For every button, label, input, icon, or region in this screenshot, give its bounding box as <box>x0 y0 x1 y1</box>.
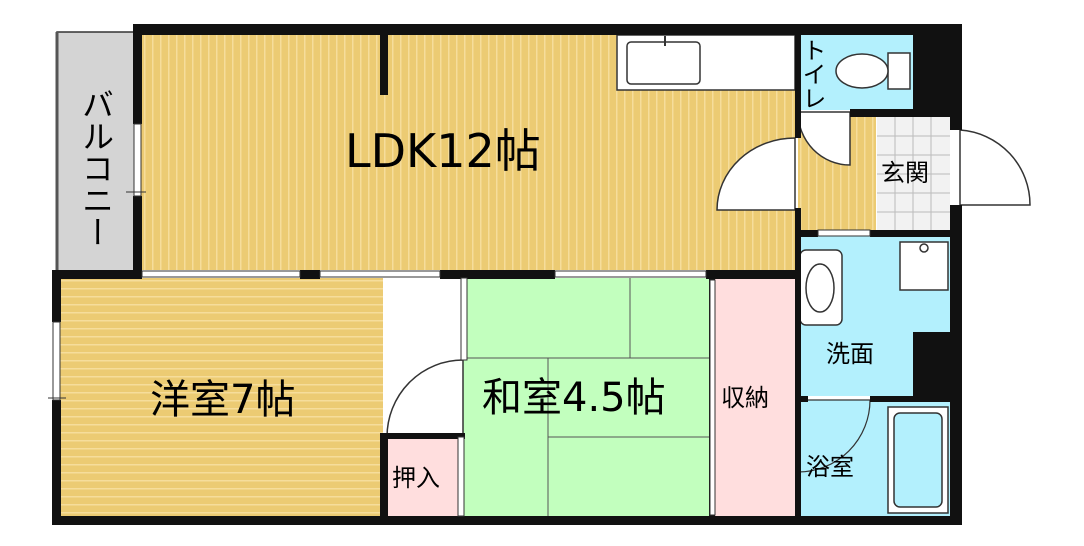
walls <box>52 24 962 525</box>
wall-entrance-bottom <box>798 230 818 237</box>
sliding-door-ldk-west <box>141 270 301 278</box>
wall-west-left-low <box>52 400 61 524</box>
wall-left-ldk <box>133 24 142 124</box>
room-label-entrance: 玄関 <box>881 159 929 187</box>
window-balcony <box>133 123 142 197</box>
window-west <box>52 321 61 401</box>
room-label-closet: 押入 <box>392 464 440 492</box>
western-door-swing <box>386 359 464 438</box>
room-label-washroom: 洗面 <box>826 340 874 368</box>
wall-bottom <box>52 516 962 525</box>
bath-door-swing <box>797 399 871 473</box>
wall-core-left-2 <box>795 208 801 518</box>
kitchen-sink <box>626 41 701 85</box>
toilet-bowl <box>835 53 889 89</box>
tatami-lines <box>463 278 713 516</box>
wall-closet-left <box>380 435 388 523</box>
wall-bath-top-2 <box>870 396 960 402</box>
storage-floor <box>715 278 795 516</box>
wall-ldk-stub <box>380 32 388 95</box>
toilet-wall-block <box>913 30 953 112</box>
wall-mid-horizontal-4 <box>706 270 798 279</box>
windows <box>52 123 871 517</box>
entrance-door-swing <box>959 129 1031 206</box>
entrance-tiles <box>877 117 950 230</box>
wall-entrance-bottom-2 <box>870 230 960 237</box>
room-label-storage: 収納 <box>721 384 769 412</box>
washroom-wall-block <box>913 332 953 400</box>
wall-toilet-bottom <box>850 109 962 117</box>
wall-mid-horizontal-3 <box>440 270 555 279</box>
wall-top <box>136 24 962 35</box>
room-label-toilet: トイレ <box>798 38 826 110</box>
wall-mid-horizontal-2 <box>300 270 320 279</box>
washer-drain <box>919 243 929 253</box>
wall-left-ldk-low <box>133 196 142 274</box>
balcony-area <box>56 31 138 273</box>
room-label-balcony: バルコニー <box>77 88 115 248</box>
room-label-western: 洋室7帖 <box>150 377 296 423</box>
wall-bath-top <box>798 396 808 402</box>
room-label-bathroom: 浴室 <box>806 453 854 481</box>
room-label-japanese: 和室4.5帖 <box>482 375 666 421</box>
wall-core-left <box>795 28 801 138</box>
western-room-floor <box>58 278 383 516</box>
wall-right <box>950 24 962 130</box>
sliding-door-west-japanese <box>460 277 468 361</box>
sliding-door-closet <box>457 436 465 517</box>
wall-balcony-left <box>52 272 61 322</box>
wash-basin-bowl <box>805 263 835 313</box>
room-label-ldk: LDK12帖 <box>345 124 541 178</box>
wall-mid-horizontal-1 <box>52 270 142 279</box>
wall-closet-top <box>380 433 465 439</box>
door-washroom <box>817 229 871 237</box>
bathtub-inner <box>893 412 943 508</box>
wall-right-low <box>950 205 962 525</box>
japanese-room-floor <box>463 278 713 516</box>
sliding-door-ldk-japanese <box>554 270 707 278</box>
closet-floor <box>387 437 460 516</box>
sliding-door-storage <box>709 279 716 516</box>
toilet-tank <box>887 52 911 90</box>
ldk-door-swing <box>716 137 796 211</box>
sliding-door-ldk-west-2 <box>319 270 441 278</box>
